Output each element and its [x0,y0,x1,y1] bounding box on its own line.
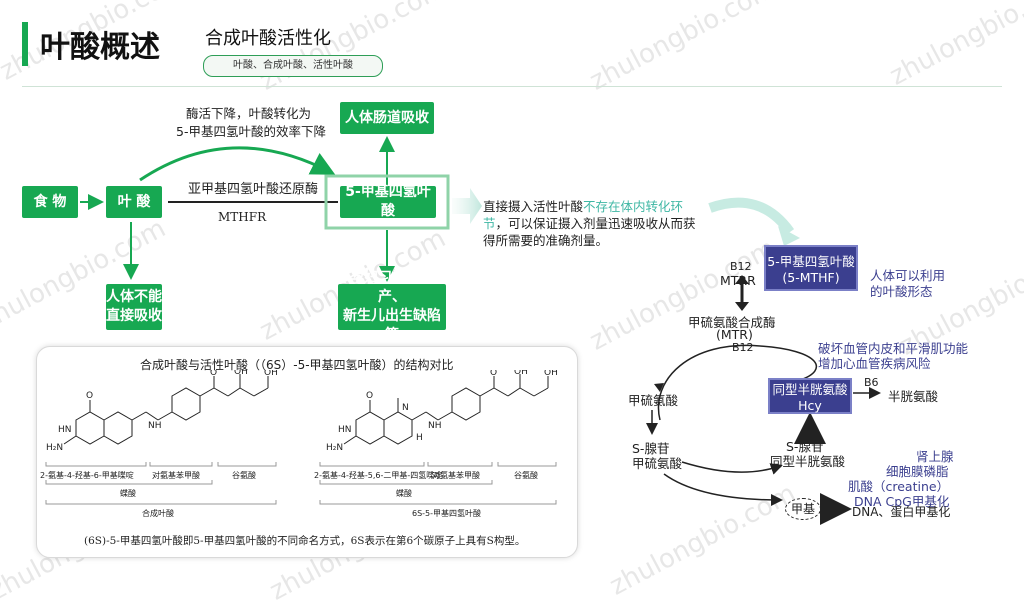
enzyme-name: 亚甲基四氢叶酸还原酶 [188,182,319,197]
mthf-label: (5-MTHF) [782,270,840,285]
atom-label: OH [544,370,558,378]
b6-cofactor: B6 [864,376,879,389]
cannot-absorb-box: 人体不能 直接吸收 [106,284,162,330]
b12-cofactor-top: B12 [730,260,752,273]
mthf-node: 5-甲基四氢叶酸 (5-MTHF) [764,245,858,291]
product-4: DNA CpG甲基化 [854,494,950,509]
page-subtitle: 合成叶酸活性化 [205,28,331,49]
left-part-2: 对氨基苯甲酸 [152,470,200,480]
direct-intake-note: 直接摄入活性叶酸不存在体内转化环节，可以保证摄入剂量迅速吸收从而获得所需要的准确… [483,198,698,249]
mtr-label: 甲硫氨酸合成酶 [688,315,776,330]
b12-cofactor-cycle: B12 [732,341,754,354]
atom-label: NH [148,421,162,431]
cannot-absorb-line: 直接吸收 [106,308,162,324]
folic-acid-atoms: O HN H₂N NH O OH OH [46,370,278,453]
hcy-label: 同型半胱氨酸 [772,382,848,397]
structure-footnote: (6S)-5-甲基四氢叶酸即5-甲基四氢叶酸的不同命名方式，6S表示在第6个碳原… [84,535,526,547]
mthf-structure [343,374,549,445]
note-text: ，可以保证摄入剂量迅速吸收从而获得所需要的准确剂量。 [483,216,696,248]
right-group: 蝶酸 [396,488,412,498]
left-part-3: 谷氨酸 [232,470,256,480]
atom-label: OH [264,370,278,378]
atom-label: H₂N [326,443,343,453]
atom-label: N [402,403,409,413]
title-accent-bar [22,22,28,66]
hcy-note-2: 增加心血管疾病风险 [818,356,931,371]
food-box: 食 物 [22,186,78,218]
flow-connectors [80,136,881,525]
product-1: 肾上腺 [916,449,954,464]
sam-line2: 甲硫氨酸 [632,456,683,471]
atom-label: OH [234,370,248,377]
risk-line: 孕妇习惯性流产、 [350,270,434,306]
folic-acid-structure [63,374,269,445]
enzyme-note-line1: 酶活下降，叶酸转化为 [186,106,312,121]
atom-label: NH [428,421,442,431]
left-name: 合成叶酸 [142,508,174,518]
sah-line2: 同型半胱氨酸 [770,454,846,469]
product-3: 肌酸（creatine） [848,479,950,494]
note-highlight: 不存在体内转化环节 [483,199,684,231]
structure-panel [36,346,578,558]
sah-line1: S-腺苷 [786,439,824,454]
atom-label: H₂N [46,443,63,453]
folic-acid-box: 叶 酸 [106,186,162,218]
methylation-target: DNA、蛋白甲基化 [852,505,951,519]
sam-line1: S-腺苷 [632,441,670,456]
mthf-label: 5-甲基四氢叶酸 [767,254,855,269]
enzyme-abbr: MTHFR [218,210,267,224]
product-2: 细胞膜磷脂 [886,464,949,479]
atom-label: O [210,370,217,378]
page-title: 叶酸概述 [40,30,160,65]
mtrr-label: MTRR [720,273,756,288]
risk-box: 孕妇习惯性流产、 新生儿出生缺陷等 [338,270,446,343]
topic-tag: 叶酸、合成叶酸、活性叶酸 [203,55,383,77]
hcy-note-1: 破坏血管内皮和平滑肌功能 [818,341,969,356]
left-part-1: 2-氨基-4-羟基-6-甲基喋啶 [40,470,134,480]
atom-label: HN [338,425,352,435]
atom-label: H [416,433,423,443]
mthf-note-1: 人体可以利用 [870,268,946,283]
mthf-note-2: 的叶酸形态 [870,284,933,299]
hcy-node: 同型半胱氨酸 Hcy [768,378,852,414]
atom-label: HN [58,425,72,435]
left-group: 蝶酸 [120,488,136,498]
header-divider [22,86,1002,87]
methyl-group: 甲基 [785,498,821,520]
right-part-3: 谷氨酸 [514,470,538,480]
atom-label: OH [514,370,528,377]
cannot-absorb-line: 人体不能 [106,289,162,306]
right-name: 6S-5-甲基四氢叶酸 [412,508,481,518]
mtr-abbr: (MTR) [716,327,753,342]
intestinal-absorption-box: 人体肠道吸收 [340,102,434,134]
structure-title: 合成叶酸与活性叶酸（（6S）-5-甲基四氢叶酸）的结构对比 [140,358,454,372]
mthf-box: 5-甲基四氢叶酸 [340,184,436,219]
atom-label: O [86,391,93,401]
right-part-2: 对氨基苯甲酸 [432,470,480,480]
enzyme-note-line2: 5-甲基四氢叶酸的效率下降 [176,124,326,139]
mthf-atoms: O HN H₂N N H NH O OH OH [326,370,558,453]
atom-label: O [366,391,373,401]
atom-label: O [490,370,497,378]
methionine-label: 甲硫氨酸 [628,393,679,408]
note-text: 直接摄入活性叶酸 [483,199,584,214]
cysteine-label: 半胱氨酸 [888,389,939,404]
right-part-1: 2-氨基-4-羟基-5,6-二甲基-四氢喋啶 [314,470,442,480]
risk-line: 新生儿出生缺陷等 [343,308,441,343]
hcy-abbr: Hcy [798,398,822,413]
structure-diagrams: O HN H₂N NH O OH OH 2-氨基-4-羟基-6-甲基喋啶 对氨基… [40,370,558,518]
